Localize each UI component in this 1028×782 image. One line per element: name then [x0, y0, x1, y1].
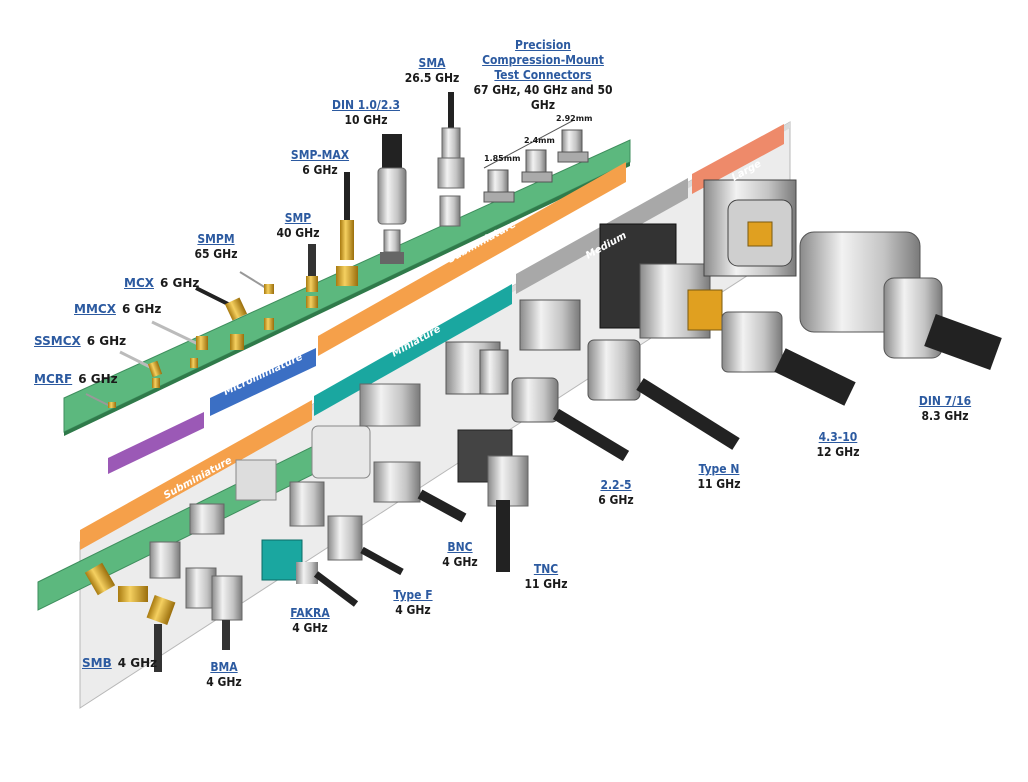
- din-1-0-2-3-connector-art: [377, 134, 407, 264]
- band-subminiature-top: [318, 162, 626, 356]
- label-fakra[interactable]: FAKRA 4 GHz: [280, 606, 340, 636]
- tnc-connector-art: [457, 377, 630, 572]
- smp-max-freq: 6 GHz: [302, 163, 338, 177]
- precision-name-line2: Compression-Mount: [482, 53, 604, 67]
- mmcx-connector-art: [151, 320, 208, 368]
- bnc-connector-art: [311, 425, 467, 523]
- four-three-ten-name: 4.3-10: [818, 430, 858, 444]
- type-f-freq: 4 GHz: [395, 603, 431, 617]
- fakra-freq: 4 GHz: [292, 621, 328, 635]
- band-large: [692, 124, 784, 194]
- label-sma[interactable]: SMA 26.5 GHz: [400, 56, 464, 86]
- type-n-freq: 11 GHz: [697, 477, 741, 491]
- mmcx-name: MMCX: [74, 302, 116, 316]
- bma-name: BMA: [210, 660, 238, 674]
- mcx-freq: 6 GHz: [160, 276, 200, 290]
- mcx-connector-art: [195, 286, 274, 350]
- two-two-five-name: 2.2-5: [600, 478, 632, 492]
- bma-freq: 4 GHz: [206, 675, 242, 689]
- label-mcx[interactable]: MCX 6 GHz: [124, 276, 199, 291]
- tnc-name: TNC: [533, 562, 559, 576]
- label-precision[interactable]: Precision Compression-Mount Test Connect…: [470, 38, 616, 113]
- label-mcrf[interactable]: MCRF 6 GHz: [34, 372, 118, 387]
- smpm-connector-art: [239, 271, 274, 294]
- label-bma[interactable]: BMA 4 GHz: [196, 660, 252, 690]
- precision-name-line1: Precision: [515, 38, 571, 52]
- mcrf-connector-art: [85, 393, 116, 408]
- sma-connector-art: [437, 92, 465, 227]
- type-f-name: Type F: [393, 588, 433, 602]
- label-two-two-five[interactable]: 2.2-5 6 GHz: [588, 478, 644, 508]
- band-subminiature-bottom: [80, 400, 312, 550]
- bma-connector-art: [149, 503, 243, 650]
- smp-freq: 40 GHz: [276, 226, 320, 240]
- sma-name: SMA: [418, 56, 446, 70]
- top-pcb-strip-front: [64, 162, 630, 436]
- label-smpm[interactable]: SMPM 65 GHz: [186, 232, 246, 262]
- band-ultra-microminiature: [108, 412, 204, 474]
- label-smp[interactable]: SMP 40 GHz: [270, 211, 326, 241]
- four-three-ten-freq: 12 GHz: [816, 445, 860, 459]
- type-f-connector-art: [235, 459, 404, 576]
- precision-name-line3: Test Connectors: [494, 68, 592, 82]
- bnc-name: BNC: [447, 540, 473, 554]
- label-tnc[interactable]: TNC 11 GHz: [518, 562, 574, 592]
- din-1-0-2-3-name: DIN 1.0/2.3: [332, 98, 400, 112]
- smpm-freq: 65 GHz: [194, 247, 238, 261]
- fakra-name: FAKRA: [290, 606, 330, 620]
- label-din-7-16[interactable]: DIN 7/16 8.3 GHz: [910, 394, 980, 424]
- din-7-16-name: DIN 7/16: [918, 394, 972, 408]
- large-flange-art: [703, 179, 797, 277]
- ssmcx-freq: 6 GHz: [86, 334, 127, 348]
- smp-max-name: SMP-MAX: [290, 148, 350, 162]
- label-smp-max[interactable]: SMP-MAX 6 GHz: [288, 148, 352, 178]
- din-7-16-freq: 8.3 GHz: [921, 409, 969, 423]
- band-miniature: [314, 284, 512, 416]
- precision-size-1-85: 1.85mm: [484, 154, 521, 163]
- two-two-five-connector-art: [519, 299, 740, 450]
- miniature-flange-art: [359, 341, 509, 427]
- label-type-f[interactable]: Type F 4 GHz: [384, 588, 442, 618]
- type-n-connector-art: [599, 223, 723, 339]
- type-n-name: Type N: [698, 462, 740, 476]
- smpm-name: SMPM: [197, 232, 235, 246]
- smb-connector-art: [84, 562, 176, 672]
- precision-freq: 67 GHz, 40 GHz and 50 GHz: [473, 83, 613, 112]
- sma-freq: 26.5 GHz: [404, 71, 460, 85]
- mmcx-freq: 6 GHz: [121, 302, 162, 316]
- bnc-freq: 4 GHz: [442, 555, 478, 569]
- precision-size-2-4: 2.4mm: [524, 136, 555, 145]
- label-mmcx[interactable]: MMCX 6 GHz: [74, 302, 161, 317]
- ssmcx-name: SSMCX: [34, 334, 81, 348]
- mcx-name: MCX: [124, 276, 154, 290]
- smp-max-connector-art: [336, 172, 358, 286]
- mcrf-name: MCRF: [34, 372, 73, 386]
- label-ssmcx[interactable]: SSMCX 6 GHz: [34, 334, 126, 349]
- label-type-n[interactable]: Type N 11 GHz: [688, 462, 750, 492]
- smb-freq: 4 GHz: [117, 656, 158, 670]
- precision-connectors-art: [483, 119, 589, 203]
- label-din-1-0-2-3[interactable]: DIN 1.0/2.3 10 GHz: [328, 98, 404, 128]
- din-7-16-connector-art: [799, 231, 1002, 370]
- precision-size-2-92: 2.92mm: [556, 114, 593, 123]
- label-smb[interactable]: SMB 4 GHz: [82, 656, 157, 671]
- smp-name: SMP: [284, 211, 312, 225]
- tnc-freq: 11 GHz: [524, 577, 568, 591]
- din-1-0-2-3-freq: 10 GHz: [344, 113, 388, 127]
- four-three-ten-connector-art: [721, 311, 856, 406]
- smp-connector-art: [306, 244, 318, 308]
- fakra-connector-art: [261, 539, 359, 607]
- ssmcx-connector-art: [119, 350, 163, 388]
- band-microminiature: [210, 348, 316, 416]
- two-two-five-freq: 6 GHz: [598, 493, 634, 507]
- smb-name: SMB: [82, 656, 112, 670]
- mcrf-freq: 6 GHz: [78, 372, 118, 386]
- label-four-three-ten[interactable]: 4.3-10 12 GHz: [808, 430, 868, 460]
- label-bnc[interactable]: BNC 4 GHz: [432, 540, 488, 570]
